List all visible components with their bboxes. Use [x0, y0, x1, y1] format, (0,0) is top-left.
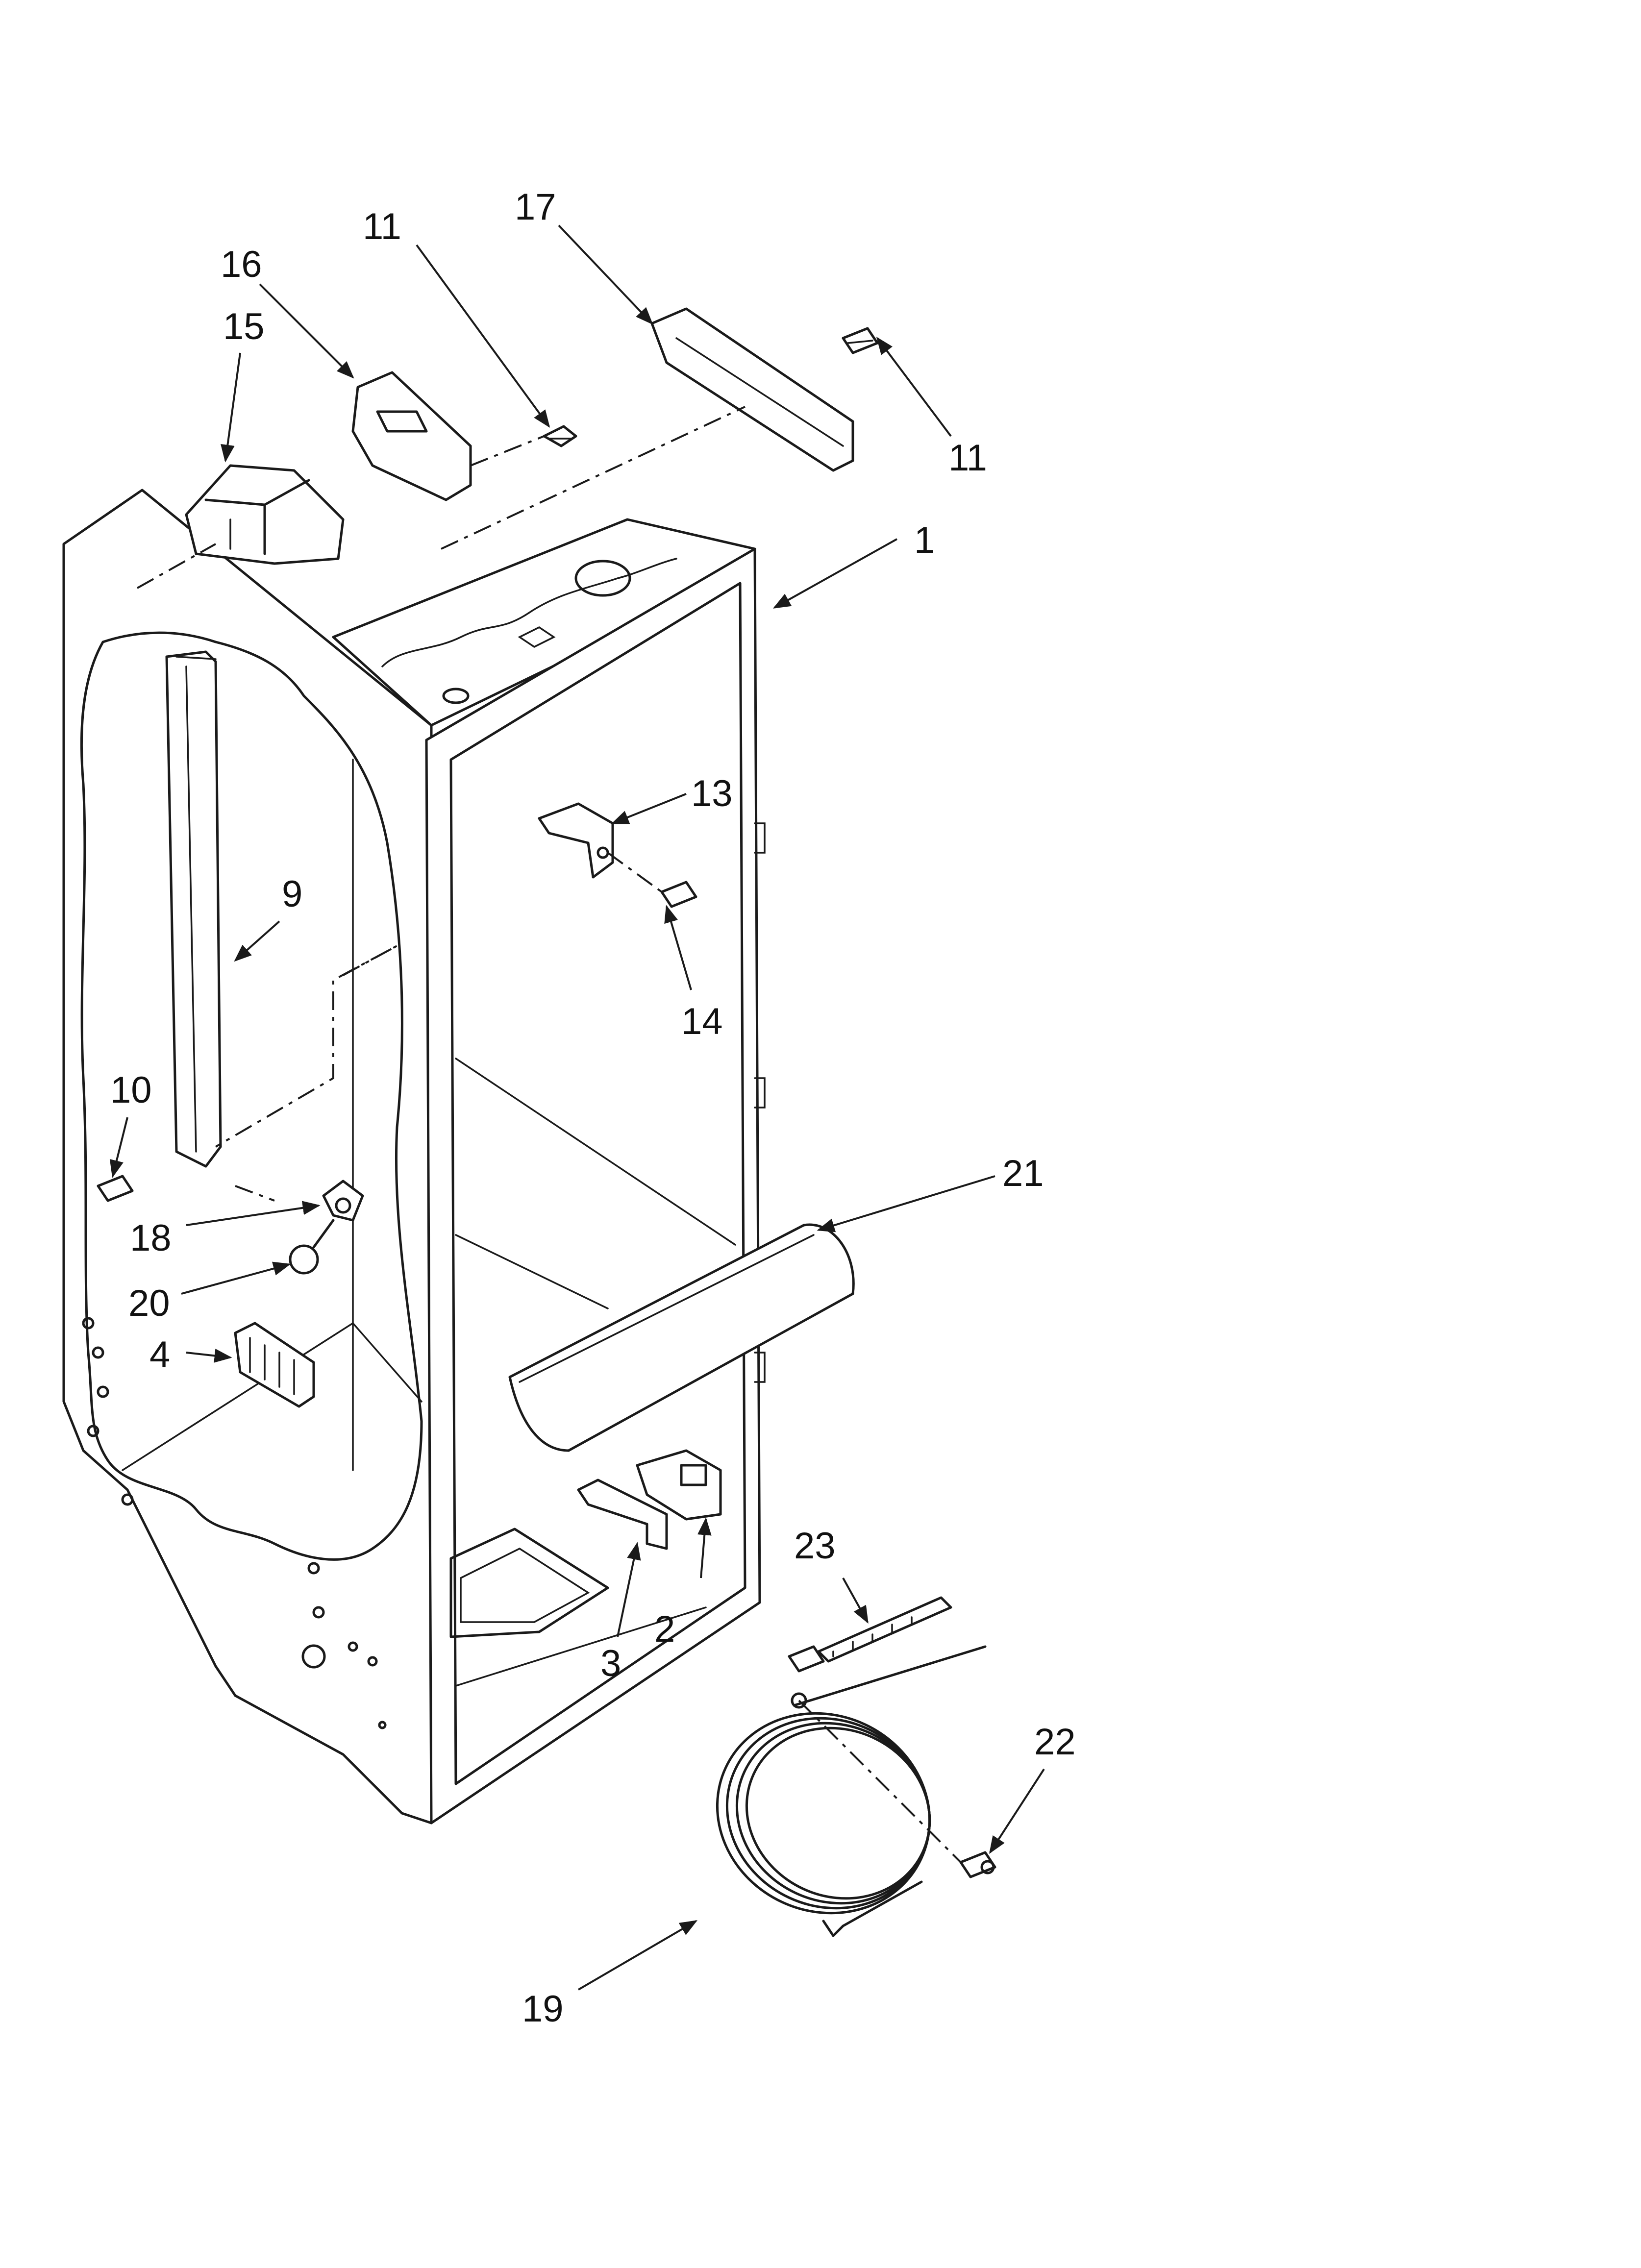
callout-13: 13 [691, 773, 733, 814]
callout-22: 22 [1034, 1721, 1076, 1763]
callout-11-right: 11 [948, 437, 987, 479]
shelf-ladder-rail [165, 650, 222, 1168]
assembly-lines [137, 406, 962, 1863]
callout-14: 14 [681, 1001, 723, 1042]
callout-11-top: 11 [363, 206, 401, 247]
callout-18: 18 [130, 1217, 172, 1259]
bracket-2 [636, 1449, 722, 1521]
cable-tie [788, 1596, 952, 1673]
callout-4: 4 [149, 1334, 170, 1376]
callout-3: 3 [600, 1643, 621, 1684]
callout-19: 19 [522, 1988, 564, 2030]
callout-15: 15 [223, 306, 265, 347]
light-bulb [289, 1219, 335, 1275]
screw-top-left [543, 425, 577, 447]
rail-screw [97, 1175, 134, 1202]
callout-23: 23 [794, 1525, 836, 1567]
callout-9: 9 [282, 873, 302, 915]
vent-grille [234, 1322, 315, 1408]
callout-10: 10 [110, 1069, 152, 1111]
screw-top-right [842, 327, 879, 354]
callout-16: 16 [221, 244, 262, 285]
light-socket [322, 1180, 364, 1222]
callout-20: 20 [128, 1282, 170, 1324]
callout-1: 1 [914, 519, 935, 561]
coil-screw [959, 1851, 996, 1878]
control-bracket [351, 371, 472, 501]
callout-2: 2 [654, 1608, 675, 1650]
callout-leaders [109, 224, 1045, 1991]
callout-labels: 1 2 3 4 9 10 11 11 13 14 15 16 17 18 19 … [110, 186, 1076, 2030]
bracket-screw [660, 881, 697, 908]
callout-21: 21 [1002, 1153, 1044, 1194]
bracket-3 [577, 1479, 668, 1550]
callout-17: 17 [515, 186, 556, 228]
water-tubing-coil [716, 1645, 987, 1937]
trim-strip [650, 307, 854, 472]
control-housing [185, 464, 345, 565]
